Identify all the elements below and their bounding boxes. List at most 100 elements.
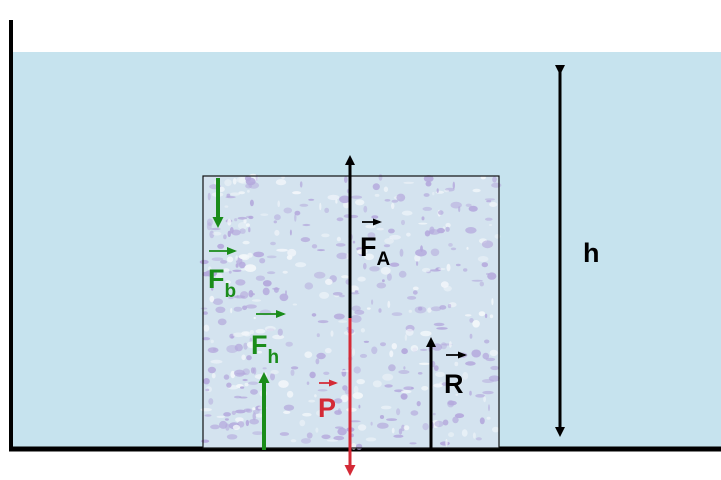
block-speckle: [469, 318, 474, 323]
block-speckle: [225, 280, 231, 285]
block-speckle: [309, 371, 316, 379]
block-speckle: [317, 249, 325, 252]
block-speckle: [386, 418, 398, 421]
block-speckle: [471, 349, 482, 358]
block-speckle: [418, 222, 428, 225]
block-speckle: [308, 399, 316, 403]
block-speckle: [253, 409, 260, 414]
block-speckle: [245, 419, 250, 427]
block-speckle: [306, 432, 313, 439]
block-speckle: [260, 213, 269, 216]
block-speckle: [315, 427, 319, 433]
block-speckle: [408, 309, 412, 313]
block-speckle: [488, 404, 490, 412]
block-speckle: [231, 336, 234, 339]
block-speckle: [415, 249, 427, 257]
block-speckle: [403, 425, 410, 431]
block-speckle: [241, 354, 246, 361]
block-speckle: [449, 341, 452, 348]
block-speckle: [226, 256, 234, 263]
block-speckle: [290, 439, 297, 443]
block-speckle: [422, 423, 429, 431]
block-speckle: [472, 320, 480, 328]
block-speckle: [216, 415, 226, 418]
block-speckle: [372, 380, 382, 388]
block-speckle: [283, 207, 293, 214]
block-speckle: [232, 424, 240, 430]
block-speckle: [285, 290, 287, 295]
block-speckle: [264, 325, 276, 332]
block-speckle: [234, 395, 242, 399]
block-speckle: [248, 381, 259, 385]
block-speckle: [243, 342, 248, 350]
block-speckle: [414, 254, 421, 262]
block-speckle: [237, 222, 248, 230]
block-speckle: [304, 282, 314, 290]
block-speckle: [283, 410, 291, 414]
block-speckle: [479, 417, 485, 425]
block-speckle: [317, 320, 329, 324]
block-speckle: [482, 379, 494, 383]
block-speckle: [210, 339, 214, 344]
block-speckle: [294, 210, 301, 216]
block-speckle: [205, 270, 218, 277]
block-speckle: [393, 434, 404, 438]
block-speckle: [294, 213, 297, 222]
block-speckle: [299, 181, 303, 188]
block-speckle: [339, 195, 351, 204]
block-speckle: [422, 206, 433, 211]
block-speckle: [412, 286, 419, 291]
block-speckle: [440, 342, 448, 350]
block-speckle: [234, 218, 238, 222]
block-speckle: [238, 254, 248, 260]
block-speckle: [417, 372, 423, 375]
block-speckle: [412, 290, 418, 295]
block-speckle: [356, 379, 366, 385]
block-speckle: [446, 263, 451, 272]
block-speckle: [207, 366, 216, 374]
block-speckle: [391, 343, 397, 350]
block-speckle: [233, 306, 243, 312]
block-speckle: [199, 259, 209, 265]
block-speckle: [201, 439, 210, 443]
block-speckle: [285, 341, 293, 347]
block-speckle: [486, 416, 491, 420]
block-speckle: [302, 412, 312, 417]
block-speckle: [257, 350, 263, 354]
block-speckle: [211, 373, 216, 379]
block-speckle: [429, 269, 441, 272]
block-speckle: [311, 313, 317, 317]
block-speckle: [418, 306, 423, 311]
block-speckle: [353, 385, 359, 394]
block-speckle: [406, 232, 411, 237]
block-speckle: [234, 369, 245, 377]
block-speckle: [485, 357, 496, 362]
block-speckle: [350, 315, 362, 323]
block-speckle: [319, 291, 330, 299]
block-speckle: [384, 238, 394, 244]
block-speckle: [472, 432, 476, 439]
block-speckle: [206, 218, 213, 226]
label-r: R: [444, 369, 464, 399]
block-speckle: [388, 364, 396, 372]
block-speckle: [200, 307, 208, 310]
block-speckle: [321, 434, 331, 440]
block-speckle: [484, 339, 490, 344]
block-speckle: [236, 295, 239, 298]
block-speckle: [468, 205, 478, 212]
block-speckle: [492, 426, 500, 433]
block-speckle: [346, 253, 350, 260]
block-speckle: [445, 226, 450, 232]
block-speckle: [228, 270, 232, 274]
block-speckle: [419, 348, 428, 351]
block-speckle: [304, 351, 313, 359]
block-speckle: [488, 224, 493, 226]
block-speckle: [270, 241, 276, 246]
block-speckle: [248, 227, 251, 233]
block-speckle: [323, 371, 330, 375]
block-speckle: [220, 260, 228, 264]
block-speckle: [250, 389, 258, 395]
block-speckle: [290, 366, 299, 370]
block-speckle: [351, 292, 360, 295]
block-speckle: [383, 186, 389, 193]
